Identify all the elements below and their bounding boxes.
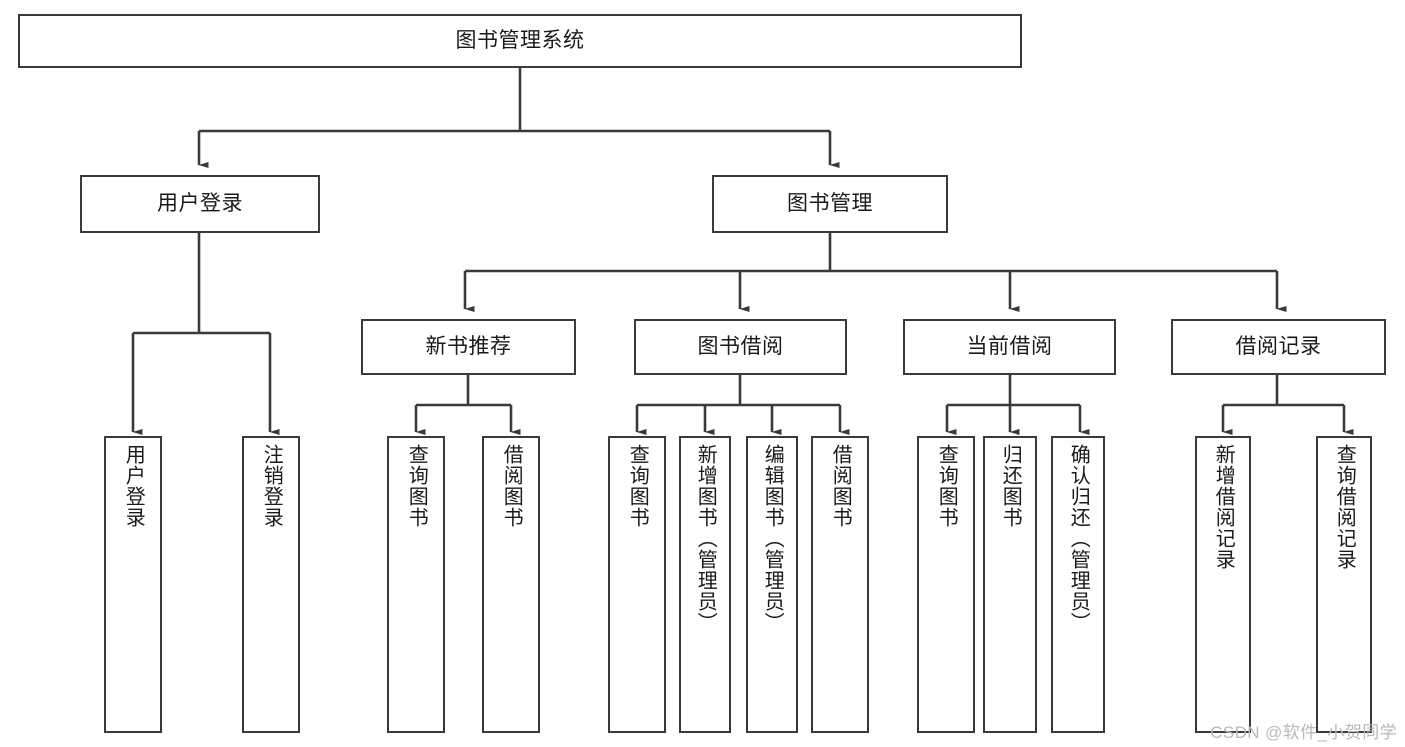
node-label: 新书推荐 — [425, 334, 512, 358]
node-leaf-query-book-current[interactable]: 查询图书 — [917, 436, 975, 733]
node-label: 当前借阅 — [966, 334, 1053, 358]
node-current-borrow[interactable]: 当前借阅 — [903, 319, 1116, 375]
node-label: 归还图书 — [999, 444, 1022, 528]
node-leaf-add-borrow-record[interactable]: 新增借阅记录 — [1195, 436, 1251, 733]
node-label: 借阅图书 — [500, 444, 523, 528]
node-label: 编辑图书（管理员） — [761, 444, 784, 633]
node-leaf-confirm-return-admin[interactable]: 确认归还（管理员） — [1051, 436, 1105, 733]
node-leaf-borrow-book-recommend[interactable]: 借阅图书 — [482, 436, 540, 733]
node-user-login[interactable]: 用户登录 — [80, 175, 320, 233]
node-label: 查询图书 — [626, 444, 649, 528]
node-book-management[interactable]: 图书管理 — [712, 175, 948, 233]
node-leaf-logout[interactable]: 注销登录 — [242, 436, 300, 733]
node-leaf-query-book-borrow[interactable]: 查询图书 — [608, 436, 666, 733]
node-label: 查询图书 — [935, 444, 958, 528]
node-label: 注销登录 — [260, 444, 283, 528]
node-leaf-query-book-recommend[interactable]: 查询图书 — [387, 436, 445, 733]
node-leaf-query-borrow-record[interactable]: 查询借阅记录 — [1316, 436, 1372, 733]
node-label: 新增图书（管理员） — [694, 444, 717, 633]
csdn-watermark: CSDN @软件_小贺同学 — [1210, 723, 1397, 742]
node-label: 图书管理系统 — [455, 28, 585, 52]
node-label: 用户登录 — [157, 191, 243, 215]
node-label: 查询图书 — [405, 444, 428, 528]
node-leaf-user-login[interactable]: 用户登录 — [104, 436, 162, 733]
node-leaf-return-book[interactable]: 归还图书 — [983, 436, 1037, 733]
node-label: 查询借阅记录 — [1333, 444, 1356, 570]
node-new-book-recommend[interactable]: 新书推荐 — [361, 319, 576, 375]
node-label: 图书管理 — [787, 191, 873, 215]
node-leaf-borrow-book[interactable]: 借阅图书 — [811, 436, 869, 733]
node-label: 确认归还（管理员） — [1067, 444, 1090, 633]
node-book-borrow[interactable]: 图书借阅 — [634, 319, 847, 375]
node-label: 图书借阅 — [697, 334, 784, 358]
node-label: 借阅图书 — [829, 444, 852, 528]
node-leaf-edit-book-admin[interactable]: 编辑图书（管理员） — [746, 436, 798, 733]
node-label: 借阅记录 — [1235, 334, 1322, 358]
node-label: 用户登录 — [122, 444, 145, 528]
node-leaf-add-book-admin[interactable]: 新增图书（管理员） — [679, 436, 731, 733]
node-borrow-record[interactable]: 借阅记录 — [1171, 319, 1386, 375]
node-label: 新增借阅记录 — [1212, 444, 1235, 570]
node-root-book-management-system[interactable]: 图书管理系统 — [18, 14, 1022, 68]
